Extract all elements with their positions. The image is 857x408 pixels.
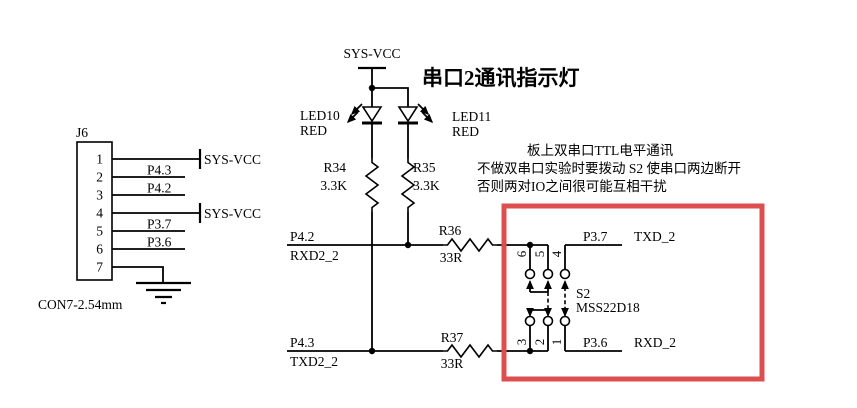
switch-pin-3: 3 xyxy=(514,339,529,346)
net-pin-label: P3.7 xyxy=(583,229,608,244)
led-emission-arrow-icon xyxy=(346,111,359,124)
resistor-zigzag-icon xyxy=(443,237,497,253)
r34-ref-label: R34 xyxy=(323,160,346,175)
note-line-3: 否则两对IO之间很可能互相干扰 xyxy=(477,179,667,194)
junction-dot xyxy=(368,347,376,355)
switch-contact-icon xyxy=(542,315,554,327)
led-emission-arrow-icon xyxy=(421,111,434,124)
pin3-net-label: P4.2 xyxy=(147,181,171,196)
led11-ref-label: LED11 xyxy=(452,109,491,124)
sys-vcc-label: SYS-VCC xyxy=(343,46,400,61)
pin-number-7: 7 xyxy=(96,260,103,275)
resistor-zigzag-icon xyxy=(443,343,497,359)
led10-color-label: RED xyxy=(300,123,327,138)
pin-number-5: 5 xyxy=(96,224,103,239)
pin-number-6: 6 xyxy=(96,242,103,257)
switch-contact-icon xyxy=(524,268,536,280)
led-triangle-icon xyxy=(397,106,419,123)
r35-ref-label: R35 xyxy=(413,160,436,175)
r37-value-label: 33R xyxy=(441,356,464,371)
highlight-box xyxy=(501,203,765,382)
switch-pin-4: 4 xyxy=(549,250,564,257)
net-pin-label: P3.6 xyxy=(583,335,608,350)
connector-body xyxy=(76,141,113,281)
switch-pin-1: 1 xyxy=(549,339,564,346)
note-line-2: 不做双串口实验时要拨动 S2 使串口两边断开 xyxy=(477,160,741,176)
net-txd-2: P3.7 TXD_2 xyxy=(565,229,675,246)
resistor-r35: R35 3.3K xyxy=(400,158,440,245)
resistor-zigzag-icon xyxy=(364,158,380,212)
led-emission-arrow-icon xyxy=(350,103,363,116)
switch-contact-icon xyxy=(542,268,554,280)
switch-contact-icon xyxy=(524,315,536,327)
ground-icon xyxy=(136,281,191,305)
wire xyxy=(372,87,409,107)
switch-pin-2: 2 xyxy=(532,339,547,346)
connector-footprint-label: CON7-2.54mm xyxy=(38,297,123,312)
junction-dot xyxy=(404,241,412,249)
pin4-net-label: SYS-VCC xyxy=(204,206,261,221)
pin-number-3: 3 xyxy=(96,188,103,203)
resistor-r34: R34 3.3K xyxy=(320,158,380,351)
net-rxd2-2: P4.2 RXD2_2 R36 33R xyxy=(287,223,548,265)
net-rxd-2: P3.6 RXD_2 xyxy=(565,335,676,352)
switch-ref-label: S2 xyxy=(576,286,590,301)
pin-number-2: 2 xyxy=(96,170,103,185)
wire-pin7 xyxy=(112,266,164,283)
net-pin-label: P4.3 xyxy=(290,335,315,350)
net-pin-label: P4.2 xyxy=(290,229,314,244)
power-rail: SYS-VCC xyxy=(343,46,409,107)
connector-j6: J6 1 2 3 4 5 6 7 SYS-VCC SYS-VCC P4.3 P4… xyxy=(38,125,261,312)
resistor-zigzag-icon xyxy=(400,158,416,212)
page-title: 串口2通讯指示灯 xyxy=(422,66,580,90)
switch-s2: 6 5 4 3 2 1 S2 MSS22D18 xyxy=(514,245,640,351)
pin1-net-label: SYS-VCC xyxy=(204,152,261,167)
net-txd2-2: P4.3 TXD2_2 R37 33R xyxy=(287,330,548,371)
switch-pin-5: 5 xyxy=(532,251,547,258)
led10: LED10 RED xyxy=(300,103,383,158)
switch-pin-6: 6 xyxy=(514,250,529,257)
r34-value-label: 3.3K xyxy=(320,178,347,193)
switch-contact-icon xyxy=(559,315,571,327)
net-name-label: RXD_2 xyxy=(634,335,676,350)
switch-contact-icon xyxy=(559,268,571,280)
led-emission-arrow-icon xyxy=(417,103,430,116)
led10-ref-label: LED10 xyxy=(300,108,340,123)
net-name-label: RXD2_2 xyxy=(290,248,339,263)
switch-part-label: MSS22D18 xyxy=(576,300,640,315)
r36-ref-label: R36 xyxy=(439,223,462,238)
led11: LED11 RED xyxy=(397,103,491,158)
connector-ref: J6 xyxy=(76,125,88,140)
net-name-label: TXD2_2 xyxy=(290,354,338,369)
led11-color-label: RED xyxy=(452,124,479,139)
pin-number-1: 1 xyxy=(96,152,103,167)
r35-value-label: 3.3K xyxy=(413,178,440,193)
pin2-net-label: P4.3 xyxy=(147,163,172,178)
pin6-net-label: P3.6 xyxy=(147,235,172,250)
note-line-1: 板上双串口TTL电平通讯 xyxy=(527,143,674,158)
r36-value-label: 33R xyxy=(440,250,463,265)
pin5-net-label: P3.7 xyxy=(147,217,172,232)
led-triangle-icon xyxy=(361,106,383,123)
r37-ref-label: R37 xyxy=(441,330,464,345)
pin-number-4: 4 xyxy=(96,206,103,221)
net-name-label: TXD_2 xyxy=(634,229,675,244)
